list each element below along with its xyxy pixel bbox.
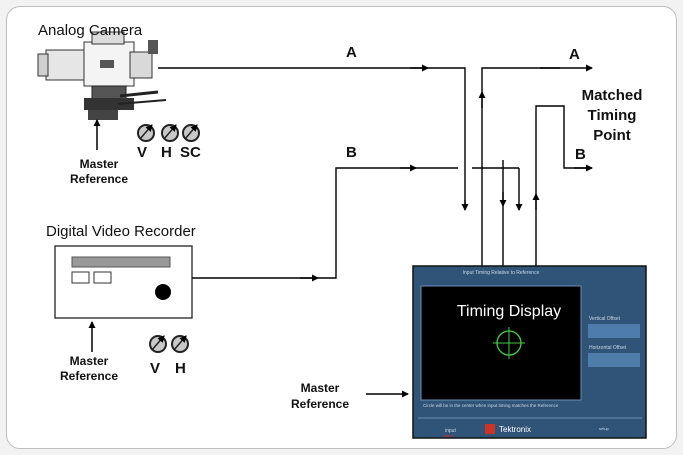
monitor-master-reference: Master Reference	[290, 381, 350, 411]
vertical-offset-box	[588, 324, 640, 338]
camera-knobs	[137, 124, 200, 142]
signal-b-out-label: B	[575, 146, 586, 163]
monitor-bottom-text: Circle will be in the center when input …	[423, 403, 559, 408]
waveform-monitor: input status setup	[412, 265, 647, 439]
analog-camera-icon	[37, 31, 167, 120]
monitor-header: Input Timing Relative to Reference	[462, 270, 540, 276]
dvr-title: Digital Video Recorder	[46, 223, 196, 240]
svg-text:status: status	[443, 433, 454, 438]
matched-timing-point-label: Matched Timing Point	[581, 87, 643, 144]
svg-text:setup: setup	[599, 426, 610, 431]
signal-b-in-label: B	[346, 144, 357, 161]
signal-a-out-label: A	[569, 46, 580, 63]
signal-b-out-line	[535, 105, 590, 266]
camera-knob-v-label: V	[137, 144, 148, 161]
brand-label: Tektronix	[499, 425, 532, 434]
signal-a-in-label: A	[346, 44, 357, 61]
tektronix-logo-icon	[485, 424, 495, 434]
dvr-knob-h-label: H	[175, 360, 186, 377]
dvr-knobs	[149, 335, 189, 353]
horizontal-offset-box	[588, 353, 640, 367]
camera-knob-h-label: H	[161, 144, 172, 161]
signal-a-in-line	[158, 67, 466, 205]
camera-knob-sc-label: SC	[180, 144, 201, 161]
horizontal-offset-label: Horizontal Offset	[589, 345, 627, 351]
timing-display-label: Timing Display	[456, 303, 562, 320]
signal-a-out-line	[481, 67, 560, 266]
svg-text:input: input	[445, 428, 456, 434]
camera-master-reference: Master Reference	[69, 157, 129, 186]
dvr-master-reference: Master Reference	[59, 354, 119, 383]
dvr-device-icon	[54, 245, 193, 319]
camera-title: Analog Camera	[38, 22, 143, 39]
vertical-offset-label: Vertical Offset	[589, 316, 621, 322]
dvr-knob-v-label: V	[150, 360, 161, 377]
signal-b-in-line	[192, 167, 458, 279]
